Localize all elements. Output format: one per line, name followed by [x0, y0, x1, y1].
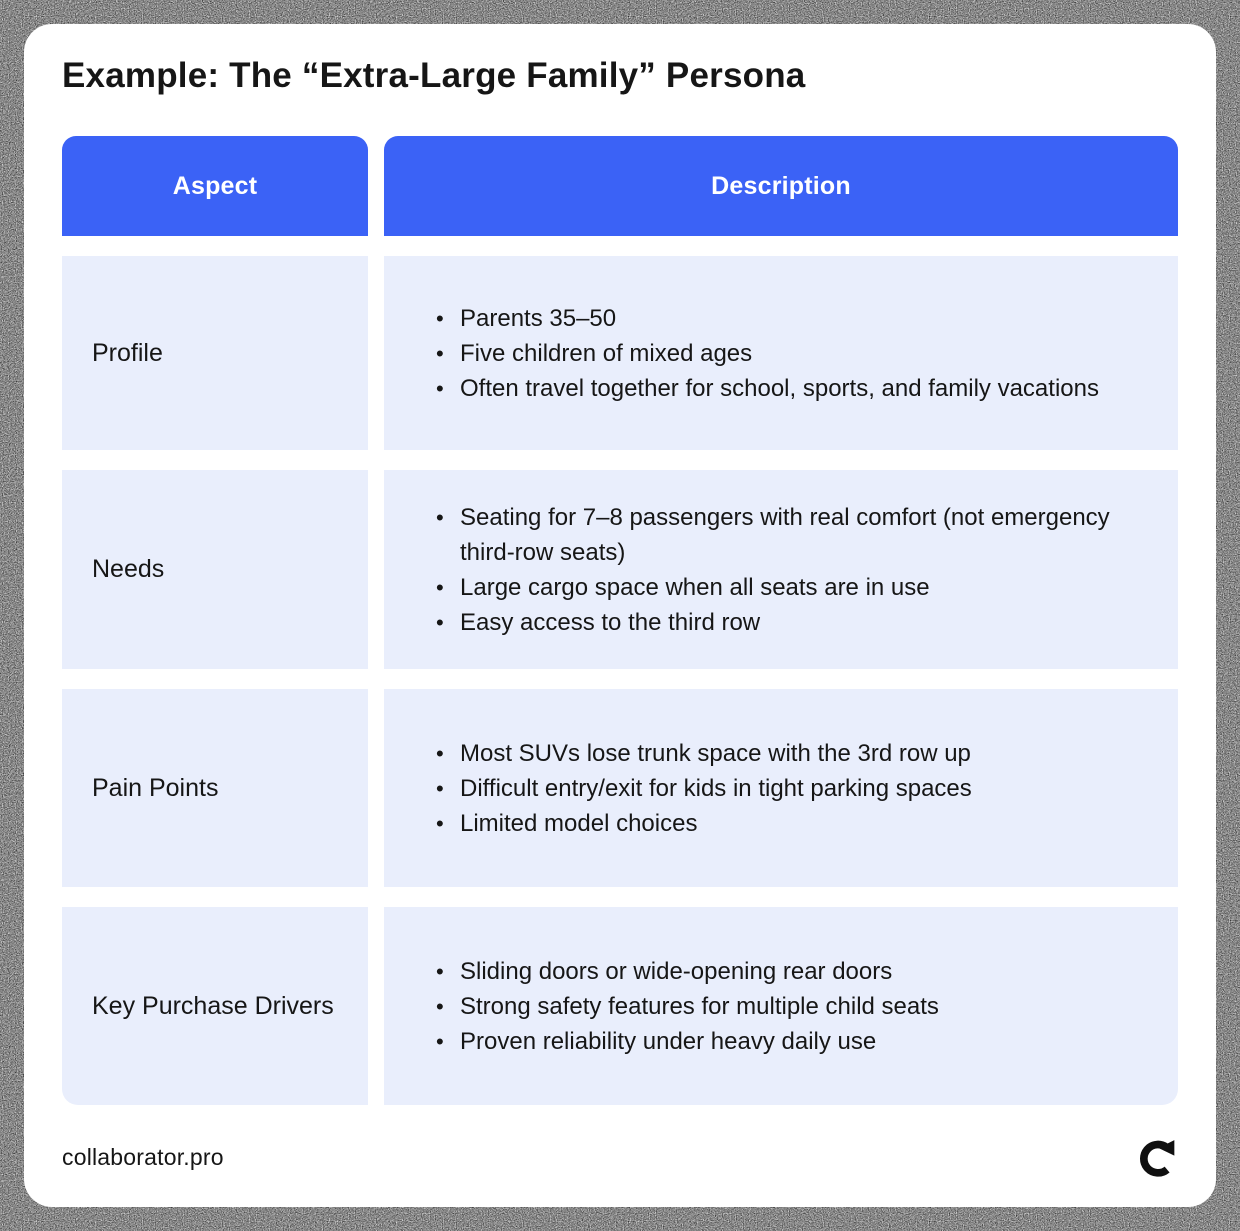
bullet-list: Parents 35–50 Five children of mixed age… — [434, 301, 1152, 406]
description-cell-key-purchase-drivers: Sliding doors or wide-opening rear doors… — [384, 907, 1178, 1105]
footer: collaborator.pro — [62, 1137, 1178, 1177]
bullet-item: Parents 35–50 — [434, 301, 1152, 336]
bullet-item: Strong safety features for multiple chil… — [434, 989, 1152, 1024]
table-header-description: Description — [384, 136, 1178, 236]
brand-text: collaborator.pro — [62, 1143, 224, 1170]
description-cell-profile: Parents 35–50 Five children of mixed age… — [384, 256, 1178, 450]
aspect-cell-key-purchase-drivers: Key Purchase Drivers — [62, 907, 368, 1105]
table-header-aspect: Aspect — [62, 136, 368, 236]
bullet-item: Five children of mixed ages — [434, 336, 1152, 371]
aspect-cell-profile: Profile — [62, 256, 368, 450]
bullet-list: Most SUVs lose trunk space with the 3rd … — [434, 736, 1152, 841]
page-title: Example: The “Extra-Large Family” Person… — [62, 56, 806, 95]
bullet-item: Most SUVs lose trunk space with the 3rd … — [434, 736, 1152, 771]
bullet-item: Often travel together for school, sports… — [434, 371, 1152, 406]
aspect-cell-pain-points: Pain Points — [62, 689, 368, 887]
bullet-list: Seating for 7–8 passengers with real com… — [434, 500, 1152, 640]
persona-table: Aspect Description Profile Parents 35–50… — [62, 136, 1178, 1105]
bullet-item: Seating for 7–8 passengers with real com… — [434, 500, 1152, 570]
content-card: Example: The “Extra-Large Family” Person… — [24, 24, 1216, 1207]
bullet-item: Large cargo space when all seats are in … — [434, 570, 1152, 605]
bullet-item: Proven reliability under heavy daily use — [434, 1024, 1152, 1059]
bullet-item: Easy access to the third row — [434, 605, 1152, 640]
description-cell-pain-points: Most SUVs lose trunk space with the 3rd … — [384, 689, 1178, 887]
circular-arrow-logo-icon — [1140, 1140, 1175, 1177]
aspect-cell-needs: Needs — [62, 470, 368, 669]
bullet-item: Limited model choices — [434, 806, 1152, 841]
bullet-item: Difficult entry/exit for kids in tight p… — [434, 771, 1152, 806]
bullet-list: Sliding doors or wide-opening rear doors… — [434, 954, 1152, 1059]
description-cell-needs: Seating for 7–8 passengers with real com… — [384, 470, 1178, 669]
bullet-item: Sliding doors or wide-opening rear doors — [434, 954, 1152, 989]
